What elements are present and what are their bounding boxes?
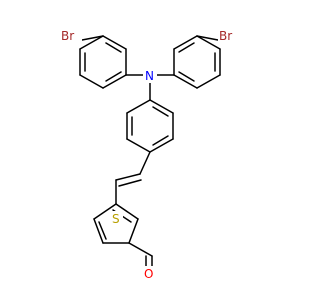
- n-label-bg: [143, 68, 157, 83]
- vinylene-linker: [115, 151, 151, 205]
- left-bromophenyl-ring: [79, 35, 127, 89]
- s-atom-label: S: [112, 212, 120, 226]
- br-left-atom-label: Br: [61, 29, 74, 43]
- s-label-bg: [110, 211, 123, 226]
- left-c-br-bond: [81, 35, 104, 41]
- chemical-structure-diagram: Br Br N S O: [60, 28, 240, 281]
- central-phenylene-ring: [126, 99, 174, 153]
- right-bromophenyl-ring: [173, 35, 221, 89]
- right-c-br-bond: [196, 35, 219, 41]
- n-atom-label: N: [145, 69, 154, 83]
- br-right-label-bg: [218, 28, 240, 44]
- o-atom-label: O: [144, 267, 153, 281]
- structure-canvas: Br Br N S O: [60, 28, 240, 281]
- o-label-bg: [142, 266, 156, 281]
- br-left-label-bg: [60, 28, 82, 44]
- thiophene-ring: [93, 203, 139, 244]
- br-right-atom-label: Br: [219, 29, 232, 43]
